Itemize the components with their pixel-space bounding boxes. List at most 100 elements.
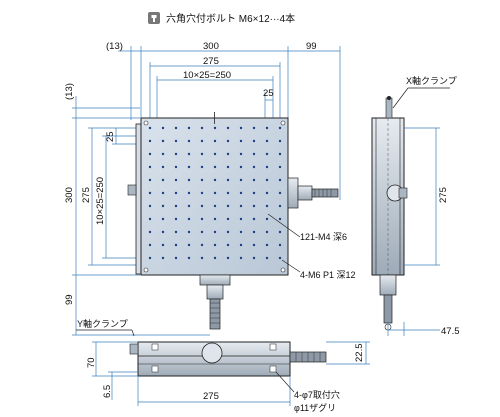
tapped-hole — [239, 152, 243, 156]
tapped-hole — [265, 126, 269, 130]
mount-hole — [280, 267, 286, 273]
tapped-hole — [252, 230, 256, 234]
tapped-hole — [161, 152, 165, 156]
tapped-hole — [200, 165, 204, 169]
tapped-hole — [148, 204, 152, 208]
tapped-hole — [265, 204, 269, 208]
dim-front-h6-5: 6.5 — [102, 385, 113, 398]
tapped-hole — [200, 139, 204, 143]
tapped-hole — [278, 152, 282, 156]
dim-left-height: 300 — [64, 187, 75, 203]
tapped-hole — [148, 152, 152, 156]
tapped-hole — [213, 243, 217, 247]
tapped-hole — [239, 191, 243, 195]
tapped-hole — [200, 191, 204, 195]
tapped-hole — [252, 139, 256, 143]
dim-left-small: 25 — [105, 131, 116, 142]
tapped-hole — [213, 126, 217, 130]
tapped-hole — [161, 126, 165, 130]
tapped-hole — [239, 230, 243, 234]
tapped-hole — [174, 256, 178, 260]
callout-install-holes: 4-φ7取付穴 — [294, 389, 340, 400]
tapped-hole — [148, 139, 152, 143]
tapped-hole — [174, 178, 178, 182]
tapped-hole — [174, 165, 178, 169]
tapped-hole — [187, 152, 191, 156]
tapped-hole — [278, 217, 282, 221]
tapped-hole — [226, 230, 230, 234]
tapped-hole — [265, 256, 269, 260]
tapped-hole — [278, 243, 282, 247]
tapped-hole — [200, 152, 204, 156]
tapped-hole — [239, 165, 243, 169]
tapped-hole — [278, 165, 282, 169]
tapped-hole — [278, 126, 282, 130]
callout-x-clamp: X軸クランプ — [406, 75, 457, 86]
tapped-hole — [265, 243, 269, 247]
tapped-hole — [200, 126, 204, 130]
tapped-hole — [226, 126, 230, 130]
tapped-hole — [187, 230, 191, 234]
tapped-hole — [265, 165, 269, 169]
dim-top-pitch: 10×25=250 — [183, 70, 231, 81]
front-dimensions: 70 6.5 275 22.5 4-φ7取付穴 φ11ザグリ Y軸クランプ — [76, 318, 370, 413]
tapped-hole — [265, 178, 269, 182]
top-view-callouts: 121-M4 深6 4-M6 P1 深12 — [267, 213, 356, 280]
tapped-hole — [213, 230, 217, 234]
tapped-hole — [148, 178, 152, 182]
dim-top-right: 99 — [306, 41, 317, 52]
tapped-hole — [213, 191, 217, 195]
stage-front-view — [129, 341, 327, 377]
tapped-hole — [226, 191, 230, 195]
tapped-hole — [148, 165, 152, 169]
stage-table — [140, 117, 289, 276]
tapped-hole — [226, 217, 230, 221]
tapped-hole — [187, 243, 191, 247]
dim-left-offset: (13) — [64, 83, 75, 100]
tapped-hole — [226, 165, 230, 169]
mount-hole — [143, 267, 149, 273]
tapped-hole — [187, 256, 191, 260]
tapped-hole — [213, 204, 217, 208]
tapped-hole — [161, 256, 165, 260]
tapped-hole — [161, 178, 165, 182]
tapped-hole — [174, 243, 178, 247]
tapped-hole — [148, 191, 152, 195]
tapped-hole — [265, 139, 269, 143]
tapped-hole — [252, 256, 256, 260]
dim-left-bottom: 99 — [64, 294, 75, 305]
tapped-hole — [265, 230, 269, 234]
tapped-hole — [161, 243, 165, 247]
tapped-hole — [278, 204, 282, 208]
header: 六角穴付ボルト M6×12···4本 — [148, 12, 295, 25]
tapped-hole — [187, 178, 191, 182]
tapped-hole — [252, 152, 256, 156]
tapped-hole — [265, 191, 269, 195]
tapped-hole — [226, 256, 230, 260]
tapped-hole — [239, 126, 243, 130]
callout-spotface: φ11ザグリ — [294, 402, 336, 413]
callout-mount-holes: 4-M6 P1 深12 — [300, 270, 356, 280]
left-dimensions: (13) 300 275 10×25=250 25 99 — [64, 83, 210, 336]
dim-front-h70: 70 — [86, 357, 97, 368]
stage-side-view — [371, 96, 408, 331]
tapped-hole — [174, 126, 178, 130]
tapped-hole — [200, 178, 204, 182]
tapped-hole — [187, 165, 191, 169]
tapped-hole — [226, 243, 230, 247]
dim-left-inner: 275 — [81, 187, 92, 203]
dim-front-h22-5: 22.5 — [354, 344, 365, 363]
tapped-hole — [226, 152, 230, 156]
tapped-hole — [252, 204, 256, 208]
tapped-hole — [187, 126, 191, 130]
tapped-hole — [213, 217, 217, 221]
tapped-hole — [239, 139, 243, 143]
dim-top-offset: (13) — [106, 41, 123, 52]
tapped-hole — [278, 230, 282, 234]
dim-side-offset: 47.5 — [441, 326, 460, 337]
tapped-hole — [239, 204, 243, 208]
tapped-hole — [252, 243, 256, 247]
tapped-hole — [252, 126, 256, 130]
tapped-hole — [226, 204, 230, 208]
tapped-hole — [226, 178, 230, 182]
